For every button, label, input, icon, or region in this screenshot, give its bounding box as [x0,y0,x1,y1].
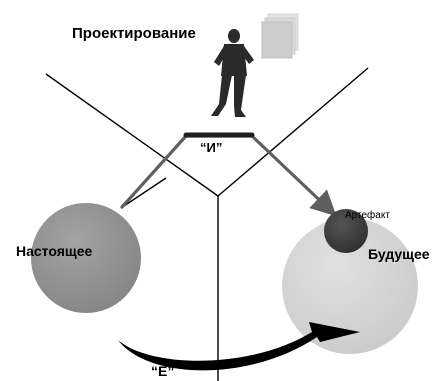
document-stack-icon [261,13,299,59]
frame-line-left [45,73,219,197]
present-circle [31,203,141,313]
future-circle [282,218,418,354]
future-label: Будущее [368,246,430,262]
and-connector-line [120,134,337,217]
person-figure-icon [211,29,254,117]
artifact-label: Артефакт [345,210,390,221]
and-connector [120,132,337,217]
present-label: Настоящее [16,243,93,259]
either-label: “E” [151,363,175,379]
diagram-title: Проектирование [72,25,196,42]
frame-line-lower-left [123,177,167,207]
either-arrow [118,322,360,371]
frame-line-right [217,67,369,197]
frame-lines [45,67,369,381]
artifact-circle [324,209,368,253]
and-label: “И” [200,140,223,155]
